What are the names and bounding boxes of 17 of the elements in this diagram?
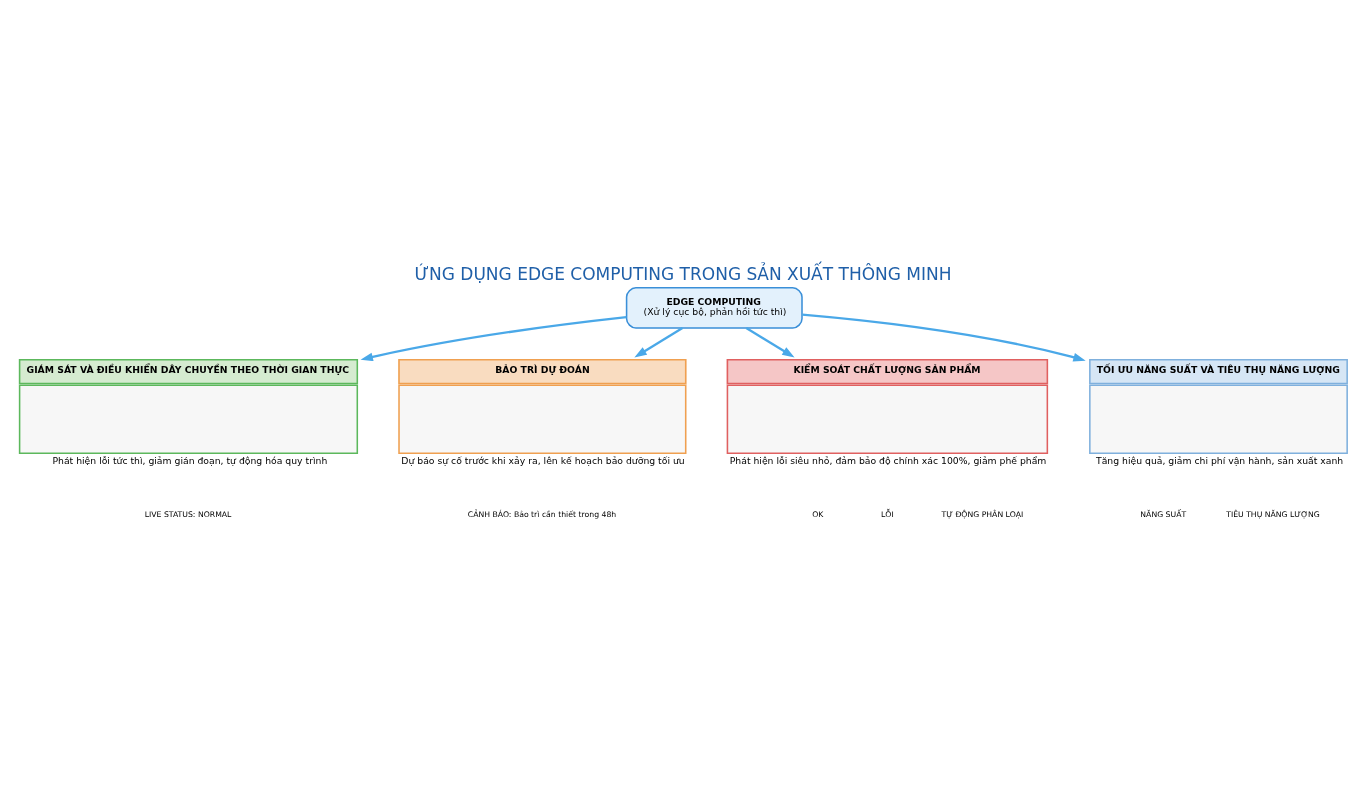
node-label: Dự báo sự cố trước khi xảy ra, lên kế hoạch bảo dưỡng tối ưu — [401, 455, 685, 467]
arrow — [360, 316, 627, 362]
node-label: Phát hiện lỗi siêu nhỏ, đảm bảo độ chính xác 100%, giảm phế phẩm — [729, 455, 1047, 467]
label: TIÊU THỤ NĂNG LƯỢNG — [1226, 509, 1320, 519]
label: LIVE STATUS: NORMAL — [144, 509, 232, 519]
node-label: Tăng hiệu quả, giảm chi phí vận hành, sản xuất xanh — [1096, 455, 1344, 467]
arrow — [802, 313, 1086, 362]
arrow — [745, 327, 795, 358]
label: NĂNG SUẤT — [1140, 509, 1187, 519]
node-box: EDGE COMPUTING (Xử lý cục bộ, phản hồi tức thì) — [625, 287, 803, 329]
label: CẢNH BÁO: Bảo trì cần thiết trong 48h — [467, 509, 617, 519]
label: LỖI — [881, 509, 894, 519]
label: TỰ ĐỘNG PHÂN LOẠI — [941, 509, 1024, 519]
diagram-title: ỨNG DỤNG EDGE COMPUTING TRONG SẢN XUẤT THÔNG MINH — [414, 263, 952, 284]
arrow — [634, 327, 684, 358]
node-label: Phát hiện lỗi tức thì, giảm gián đoạn, tự động hóa quy trình — [52, 455, 328, 467]
label: OK — [812, 509, 824, 519]
